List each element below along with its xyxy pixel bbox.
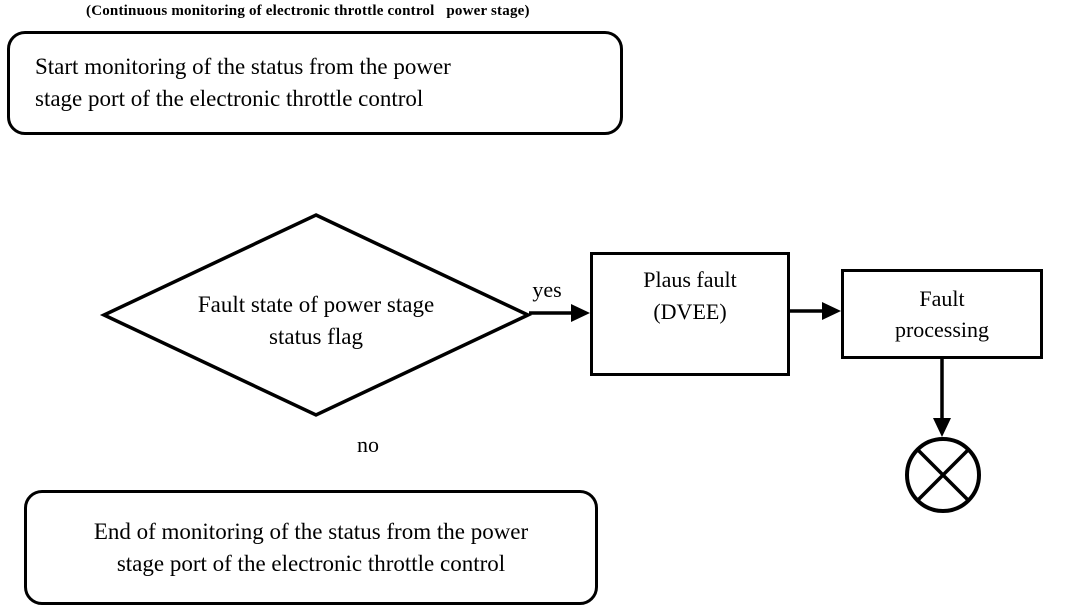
diagram-caption: (Continuous monitoring of electronic thr… [86,3,530,19]
plaus-fault-node: Plaus fault (DVEE) [590,252,790,376]
start-node-text-line: Start monitoring of the status from the … [35,54,451,79]
fault-processing-text-line: Fault [919,286,965,311]
end-node-text-line: End of monitoring of the status from the… [93,518,529,544]
decision-diamond-shape [99,213,533,417]
terminator-arrowhead-icon [933,418,951,437]
plaus-fault-text-line: Plaus fault [643,267,737,292]
decision-text-line: Fault state of power stage [197,292,435,317]
decision-text-line: status flag [269,324,363,349]
fault-processing-node: Fault processing [841,269,1043,359]
start-node-text-line: stage port of the electronic throttle co… [35,86,424,111]
terminator-x-icon [916,448,970,502]
terminator-circle [905,437,981,513]
yes-edge-label: yes [532,277,562,302]
fault-processing-text-line: processing [894,317,990,342]
end-node-text-line: stage port of the electronic throttle co… [116,550,506,576]
no-edge-label: no [357,432,379,457]
end-node: End of monitoring of the status from the… [24,490,598,605]
yes-arrowhead-icon [571,304,590,322]
start-node: Start monitoring of the status from the … [7,31,623,135]
plaus-fault-text-line: (DVEE) [653,299,727,324]
decision-node-text: Fault state of power stage status flag [130,289,502,353]
process-arrowhead-icon [822,302,841,320]
